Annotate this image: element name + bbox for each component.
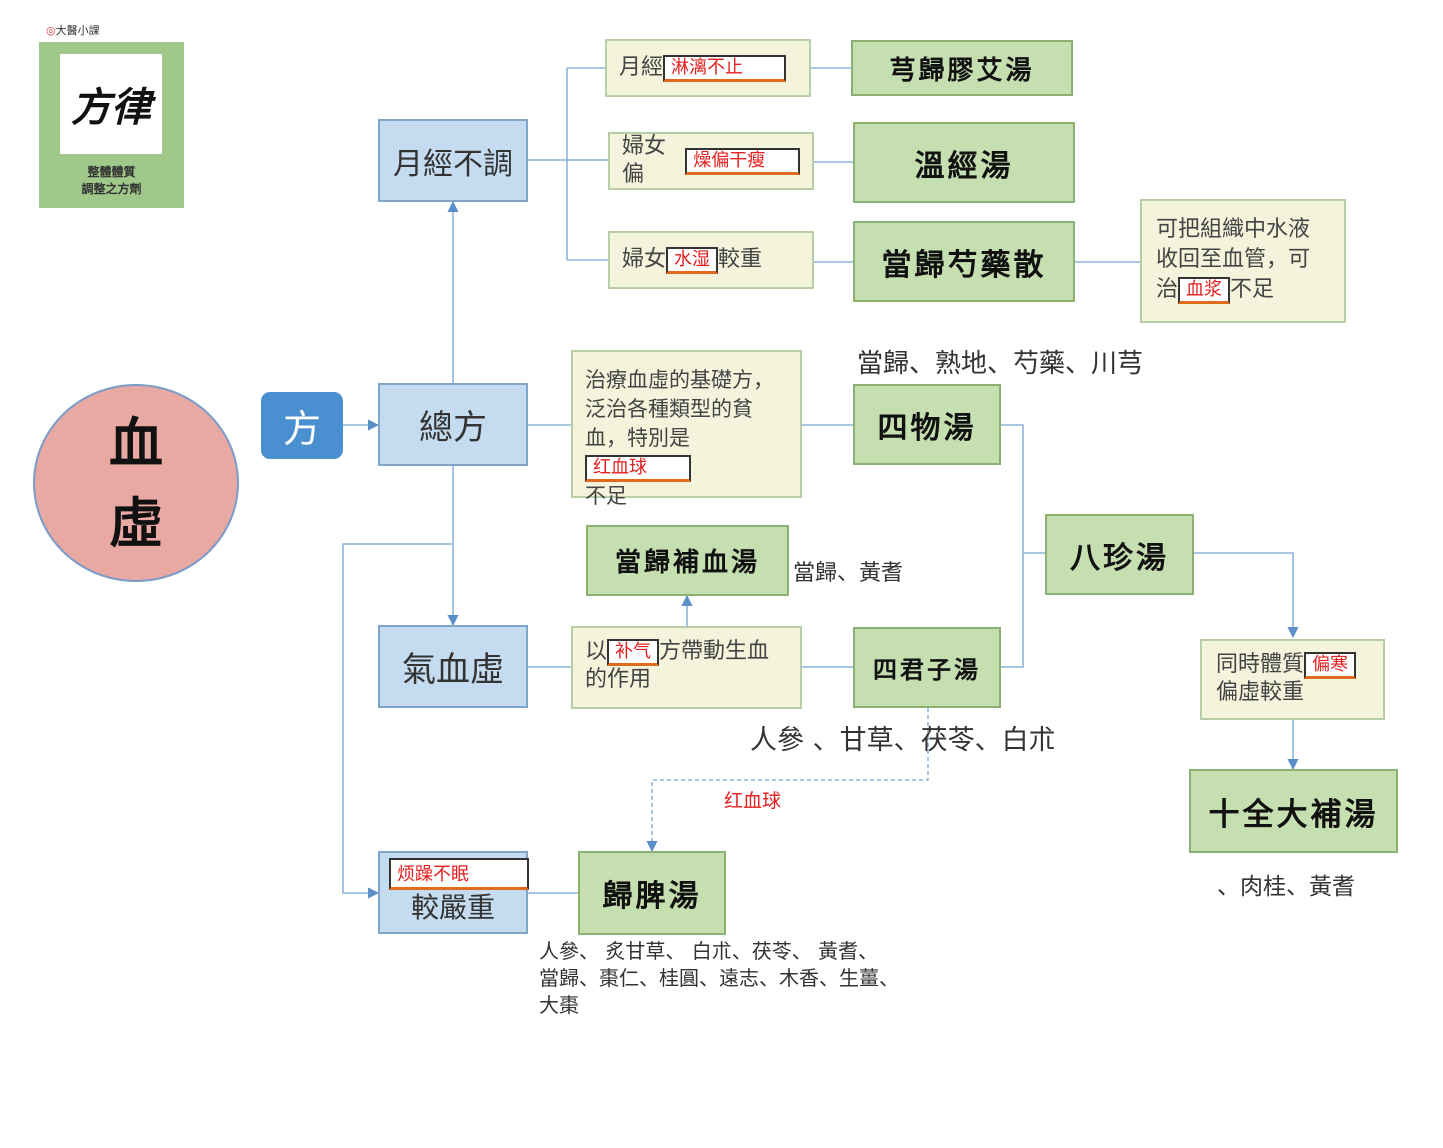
note-dang-gui-shaoyao: 可把組織中水液 收回至血管，可 治血浆不足 xyxy=(1140,199,1346,323)
formula-wen-jing: 溫經湯 xyxy=(853,122,1075,203)
m1-blank: 淋漓不止 xyxy=(663,54,787,82)
branch-qi-blood: 氣血虛 xyxy=(378,625,528,708)
note-si-wu: 治療血虛的基礎方， 泛治各種類型的貧 血，特別是红血球 不足 xyxy=(571,350,802,508)
branch-severe-label: 較嚴重 xyxy=(410,891,495,924)
siwu-blank: 红血球 xyxy=(585,454,691,482)
formula-dang-gui-shaoyao: 當歸芍藥散 xyxy=(853,221,1075,302)
note-menstrual-1: 月經淋漓不止 xyxy=(605,39,811,97)
note-menstrual-3: 婦女水湿較重 xyxy=(608,231,814,289)
formula-dang-gui-bu-xue: 當歸補血湯 xyxy=(586,525,789,596)
ingredients-si-jun-zi: 人參 、甘草、茯苓、白朮 xyxy=(750,725,1056,756)
link-label: 红血球 xyxy=(724,790,782,812)
note-qi-blood: 以补气方帶動生血 的作用 xyxy=(571,626,802,709)
branch-menstrual: 月經不調 xyxy=(378,119,528,202)
formula-xiong-gui: 芎歸膠艾湯 xyxy=(851,40,1073,96)
m3-blank: 水湿 xyxy=(666,246,719,274)
ingredients-dang-gui-bu-xue: 當歸、黃耆 xyxy=(793,561,904,586)
logo-calligraphy: 方律 xyxy=(60,54,162,154)
formula-si-jun-zi: 四君子湯 xyxy=(853,627,1001,708)
qi-blank: 补气 xyxy=(607,638,660,666)
m2-blank: 燥偏干瘦 xyxy=(685,147,800,175)
formula-gui-pi: 歸脾湯 xyxy=(578,851,726,935)
formula-shi-quan: 十全大補湯 xyxy=(1189,769,1398,853)
blood-deficiency-circle: 血 虛 xyxy=(33,384,239,582)
ingredients-si-wu: 當歸、熟地、芍藥、川芎 xyxy=(857,349,1144,379)
branch-general: 總方 xyxy=(378,383,528,466)
formula-ba-zhen: 八珍湯 xyxy=(1045,514,1194,595)
logo: 方律 整體體質 調整之方劑 xyxy=(39,42,184,208)
logo-mark-icon: ◎ xyxy=(46,24,56,37)
note-menstrual-2: 婦女偏燥偏干瘦 xyxy=(608,132,814,190)
severe-blank: 烦躁不眠 xyxy=(389,858,529,890)
logo-subtitle: 整體體質 調整之方劑 xyxy=(81,165,142,196)
note-ba-zhen: 同時體質偏寒 偏虛較重 xyxy=(1200,639,1385,720)
fang-box: 方 xyxy=(261,392,343,459)
dg-blank: 血浆 xyxy=(1178,276,1231,304)
bazhen-blank: 偏寒 xyxy=(1304,651,1357,679)
center-line1: 血 xyxy=(109,411,163,475)
formula-si-wu: 四物湯 xyxy=(853,384,1001,465)
logo-caption: ◎大醫小課 xyxy=(46,24,100,37)
ingredients-shi-quan: 、肉桂、黃耆 xyxy=(1217,874,1355,900)
center-line2: 虛 xyxy=(109,491,163,555)
ingredients-gui-pi: 人參、 炙甘草、 白朮、茯苓、 黃耆、 當歸、棗仁、桂圓、遠志、木香、生薑、 大… xyxy=(539,939,899,1017)
